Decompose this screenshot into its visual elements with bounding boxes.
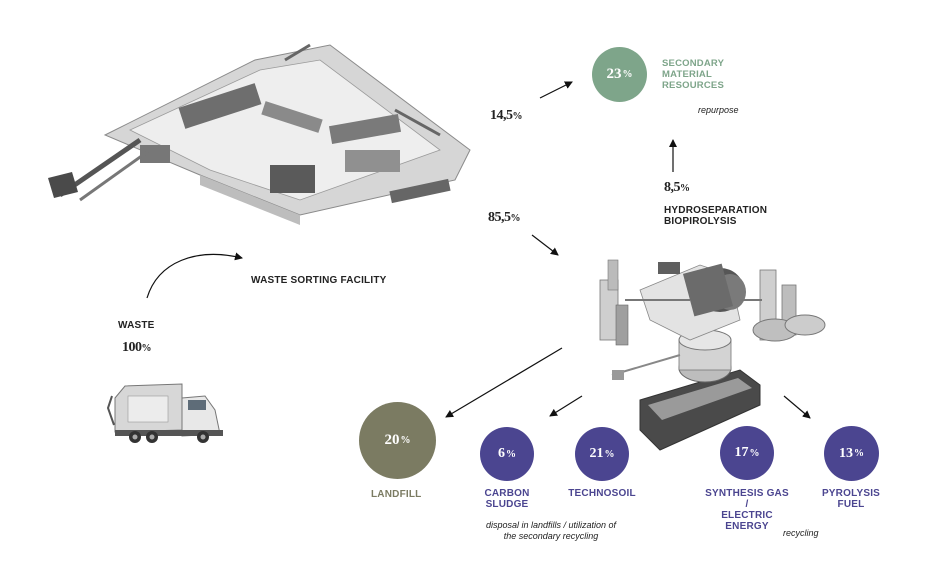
hydroseparation-label: HYDROSEPARATION BIOPIROLYSIS bbox=[664, 205, 768, 227]
flow-hydro-percent: 8,5% bbox=[664, 180, 690, 195]
secondary-resources-label: SECONDARY MATERIAL RESOURCES bbox=[662, 58, 725, 91]
garbage-truck-illustration bbox=[106, 383, 223, 443]
arrow-waste-to-facility bbox=[146, 252, 243, 299]
flow-to-secondary-percent: 14,5% bbox=[490, 108, 522, 123]
secondary-resources-circle: 23% bbox=[592, 47, 647, 102]
pyrolysis-fuel-circle: 13% bbox=[824, 426, 879, 481]
arrow-to-carbon bbox=[549, 395, 583, 417]
repurpose-note: repurpose bbox=[698, 105, 739, 115]
arrow-to-landfill bbox=[445, 347, 563, 418]
landfill-circle: 20% bbox=[359, 402, 436, 479]
arrow-to-plant bbox=[531, 234, 559, 256]
sorting-facility-illustration bbox=[48, 43, 471, 225]
synthesis-gas-label: SYNTHESIS GAS / ELECTRIC ENERGY bbox=[705, 488, 789, 532]
carbon-sludge-label: CARBON SLUDGE bbox=[484, 488, 530, 510]
waste-label: WASTE bbox=[118, 320, 155, 331]
technosoil-label: TECHNOSOIL bbox=[568, 488, 636, 499]
flow-to-plant-percent: 85,5% bbox=[488, 210, 520, 225]
recycling-note: recycling bbox=[783, 528, 819, 538]
disposal-note: disposal in landfills / utilization of t… bbox=[485, 520, 617, 541]
pyrolysis-plant-illustration bbox=[599, 259, 826, 451]
waste-sorting-facility-label: WASTE SORTING FACILITY bbox=[251, 275, 387, 286]
arrow-to-pyrolysis bbox=[783, 395, 811, 419]
synthesis-gas-circle: 17% bbox=[720, 426, 774, 480]
waste-percent: 100% bbox=[122, 340, 151, 355]
carbon-sludge-circle: 6% bbox=[480, 427, 534, 481]
arrow-to-secondary bbox=[539, 81, 573, 99]
technosoil-circle: 21% bbox=[575, 427, 629, 481]
pyrolysis-fuel-label: PYROLYSIS FUEL bbox=[821, 488, 881, 510]
landfill-label: LANDFILL bbox=[371, 489, 422, 500]
